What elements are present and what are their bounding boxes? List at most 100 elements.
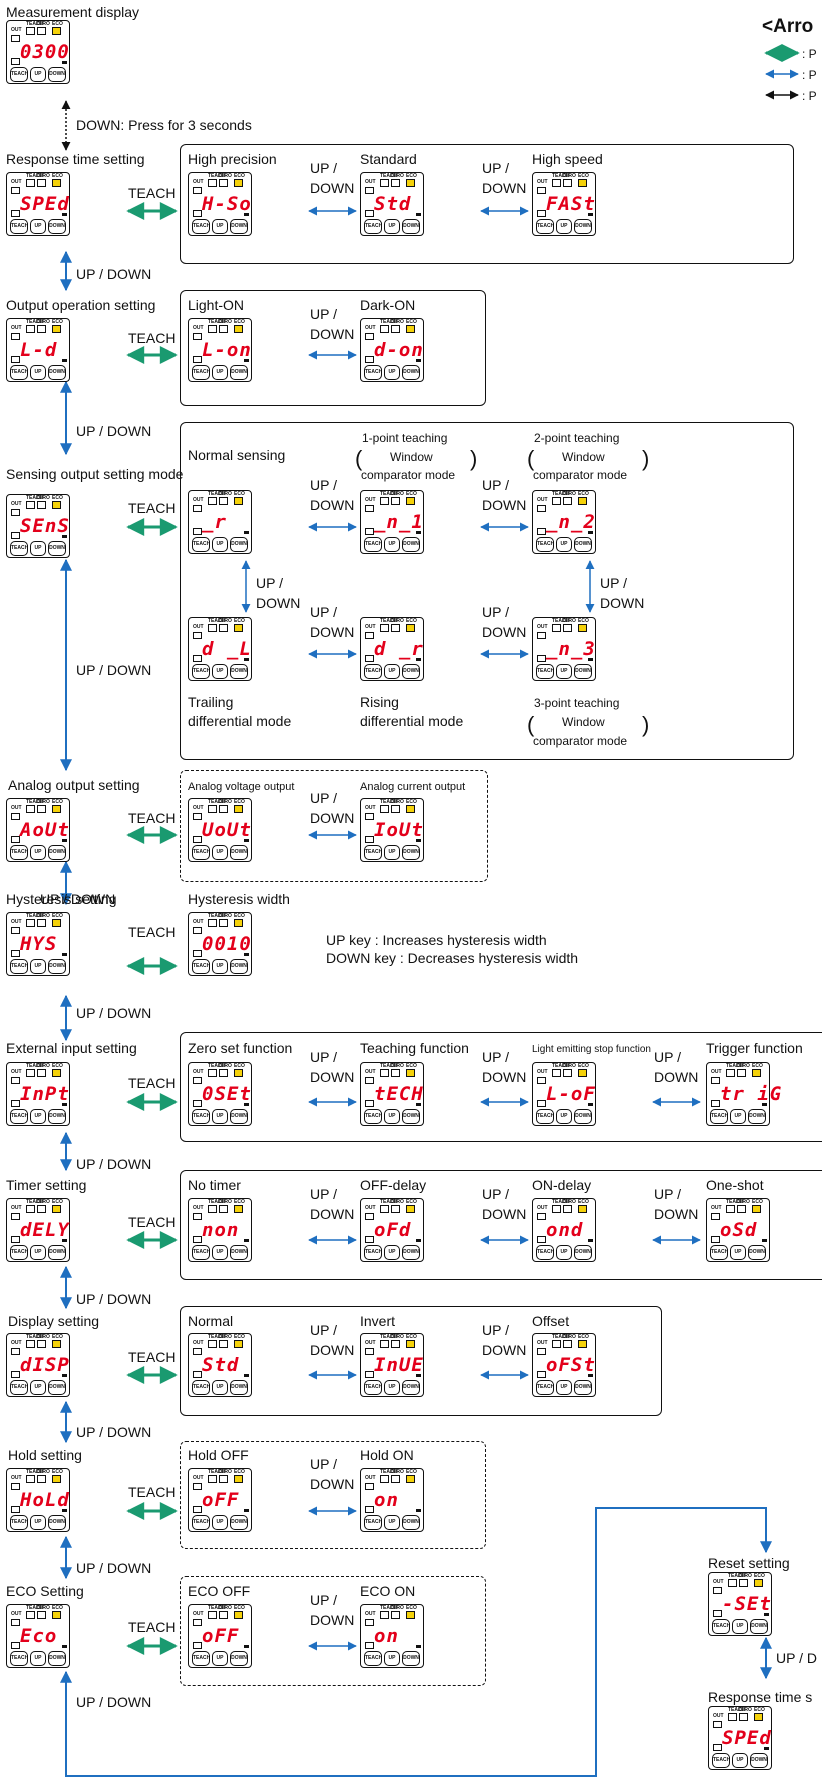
down-button[interactable]: DOWN bbox=[750, 1753, 768, 1768]
teach-button[interactable]: TEACH bbox=[192, 365, 210, 380]
teach-button[interactable]: TEACH bbox=[10, 1245, 28, 1260]
up-button[interactable]: UP bbox=[30, 959, 46, 974]
down-button[interactable]: DOWN bbox=[402, 664, 420, 679]
up-button[interactable]: UP bbox=[30, 365, 46, 380]
teach-button[interactable]: TEACH bbox=[536, 1245, 554, 1260]
up-button[interactable]: UP bbox=[212, 1245, 228, 1260]
up-button[interactable]: UP bbox=[556, 664, 572, 679]
up-button[interactable]: UP bbox=[384, 219, 400, 234]
down-button[interactable]: DOWN bbox=[574, 219, 592, 234]
up-button[interactable]: UP bbox=[384, 1380, 400, 1395]
teach-button[interactable]: TEACH bbox=[536, 219, 554, 234]
up-button[interactable]: UP bbox=[30, 845, 46, 860]
up-button[interactable]: UP bbox=[556, 537, 572, 552]
up-button[interactable]: UP bbox=[556, 1380, 572, 1395]
down-button[interactable]: DOWN bbox=[48, 845, 66, 860]
teach-button[interactable]: TEACH bbox=[192, 959, 210, 974]
up-button[interactable]: UP bbox=[556, 1109, 572, 1124]
down-button[interactable]: DOWN bbox=[574, 664, 592, 679]
up-button[interactable]: UP bbox=[732, 1753, 748, 1768]
down-button[interactable]: DOWN bbox=[48, 1515, 66, 1530]
teach-button[interactable]: TEACH bbox=[364, 219, 382, 234]
down-button[interactable]: DOWN bbox=[402, 1380, 420, 1395]
up-button[interactable]: UP bbox=[730, 1245, 746, 1260]
down-button[interactable]: DOWN bbox=[230, 1651, 248, 1666]
teach-button[interactable]: TEACH bbox=[364, 664, 382, 679]
teach-button[interactable]: TEACH bbox=[10, 1109, 28, 1124]
teach-button[interactable]: TEACH bbox=[192, 1515, 210, 1530]
up-button[interactable]: UP bbox=[384, 1109, 400, 1124]
down-button[interactable]: DOWN bbox=[402, 845, 420, 860]
down-button[interactable]: DOWN bbox=[48, 219, 66, 234]
up-button[interactable]: UP bbox=[384, 845, 400, 860]
down-button[interactable]: DOWN bbox=[402, 1651, 420, 1666]
down-button[interactable]: DOWN bbox=[402, 1245, 420, 1260]
teach-button[interactable]: TEACH bbox=[192, 219, 210, 234]
teach-button[interactable]: TEACH bbox=[192, 664, 210, 679]
up-button[interactable]: UP bbox=[384, 537, 400, 552]
down-button[interactable]: DOWN bbox=[230, 1245, 248, 1260]
up-button[interactable]: UP bbox=[30, 67, 46, 82]
teach-button[interactable]: TEACH bbox=[10, 1515, 28, 1530]
down-button[interactable]: DOWN bbox=[230, 959, 248, 974]
teach-button[interactable]: TEACH bbox=[712, 1619, 730, 1634]
down-button[interactable]: DOWN bbox=[230, 845, 248, 860]
up-button[interactable]: UP bbox=[30, 219, 46, 234]
teach-button[interactable]: TEACH bbox=[536, 664, 554, 679]
teach-button[interactable]: TEACH bbox=[364, 845, 382, 860]
up-button[interactable]: UP bbox=[212, 1109, 228, 1124]
teach-button[interactable]: TEACH bbox=[192, 1651, 210, 1666]
up-button[interactable]: UP bbox=[384, 1245, 400, 1260]
down-button[interactable]: DOWN bbox=[48, 959, 66, 974]
up-button[interactable]: UP bbox=[212, 1651, 228, 1666]
teach-button[interactable]: TEACH bbox=[364, 1380, 382, 1395]
teach-button[interactable]: TEACH bbox=[364, 1651, 382, 1666]
down-button[interactable]: DOWN bbox=[574, 1380, 592, 1395]
down-button[interactable]: DOWN bbox=[230, 1515, 248, 1530]
up-button[interactable]: UP bbox=[30, 1651, 46, 1666]
up-button[interactable]: UP bbox=[30, 1109, 46, 1124]
down-button[interactable]: DOWN bbox=[402, 537, 420, 552]
down-button[interactable]: DOWN bbox=[230, 1380, 248, 1395]
up-button[interactable]: UP bbox=[212, 219, 228, 234]
down-button[interactable]: DOWN bbox=[402, 1109, 420, 1124]
down-button[interactable]: DOWN bbox=[230, 537, 248, 552]
down-button[interactable]: DOWN bbox=[230, 365, 248, 380]
up-button[interactable]: UP bbox=[212, 959, 228, 974]
down-button[interactable]: DOWN bbox=[230, 1109, 248, 1124]
teach-button[interactable]: TEACH bbox=[10, 67, 28, 82]
teach-button[interactable]: TEACH bbox=[536, 1380, 554, 1395]
up-button[interactable]: UP bbox=[212, 537, 228, 552]
teach-button[interactable]: TEACH bbox=[710, 1109, 728, 1124]
up-button[interactable]: UP bbox=[212, 845, 228, 860]
down-button[interactable]: DOWN bbox=[748, 1245, 766, 1260]
teach-button[interactable]: TEACH bbox=[192, 1245, 210, 1260]
up-button[interactable]: UP bbox=[384, 365, 400, 380]
teach-button[interactable]: TEACH bbox=[10, 1380, 28, 1395]
up-button[interactable]: UP bbox=[730, 1109, 746, 1124]
teach-button[interactable]: TEACH bbox=[192, 845, 210, 860]
down-button[interactable]: DOWN bbox=[48, 67, 66, 82]
teach-button[interactable]: TEACH bbox=[536, 537, 554, 552]
down-button[interactable]: DOWN bbox=[48, 1109, 66, 1124]
up-button[interactable]: UP bbox=[212, 1515, 228, 1530]
down-button[interactable]: DOWN bbox=[48, 541, 66, 556]
down-button[interactable]: DOWN bbox=[402, 1515, 420, 1530]
teach-button[interactable]: TEACH bbox=[192, 1380, 210, 1395]
teach-button[interactable]: TEACH bbox=[10, 1651, 28, 1666]
down-button[interactable]: DOWN bbox=[574, 1245, 592, 1260]
down-button[interactable]: DOWN bbox=[402, 219, 420, 234]
teach-button[interactable]: TEACH bbox=[192, 537, 210, 552]
teach-button[interactable]: TEACH bbox=[10, 365, 28, 380]
up-button[interactable]: UP bbox=[212, 365, 228, 380]
down-button[interactable]: DOWN bbox=[230, 219, 248, 234]
teach-button[interactable]: TEACH bbox=[364, 1109, 382, 1124]
up-button[interactable]: UP bbox=[30, 1380, 46, 1395]
teach-button[interactable]: TEACH bbox=[712, 1753, 730, 1768]
teach-button[interactable]: TEACH bbox=[192, 1109, 210, 1124]
up-button[interactable]: UP bbox=[384, 664, 400, 679]
teach-button[interactable]: TEACH bbox=[10, 959, 28, 974]
down-button[interactable]: DOWN bbox=[574, 1109, 592, 1124]
teach-button[interactable]: TEACH bbox=[10, 541, 28, 556]
down-button[interactable]: DOWN bbox=[48, 1380, 66, 1395]
